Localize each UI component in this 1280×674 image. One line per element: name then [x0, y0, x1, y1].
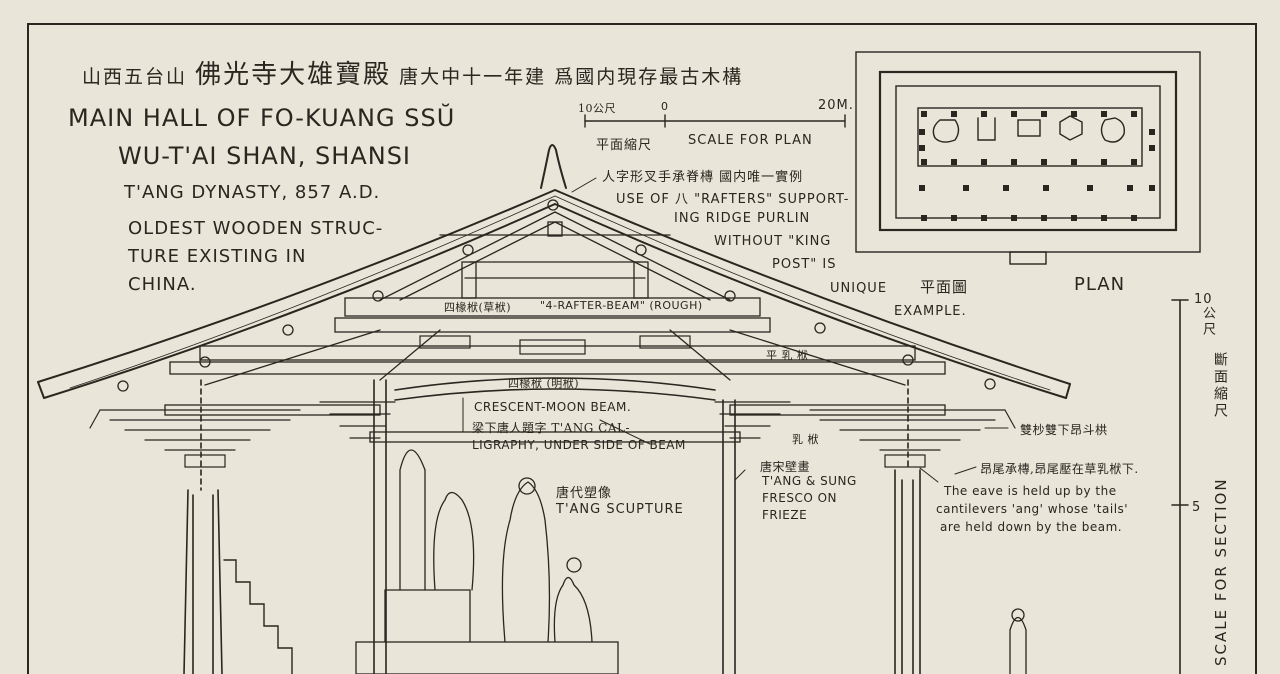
roof — [37, 144, 1071, 399]
plan-column-dot — [981, 215, 987, 221]
section-scale-top: 10 — [1194, 292, 1213, 307]
plan-column-dot — [1003, 185, 1009, 191]
plan-column-dot — [1127, 185, 1133, 191]
plan-column-dot — [921, 215, 927, 221]
plan-column-dot — [1149, 185, 1155, 191]
leader-lines — [462, 177, 1009, 483]
eave-note-line1: The eave is held up by the — [944, 484, 1117, 498]
plan-column-dot — [1071, 215, 1077, 221]
plan-label-en: PLAN — [1074, 274, 1126, 295]
plan-column-dot — [1071, 111, 1077, 117]
rafters-note-line3: WITHOUT "KING — [714, 234, 832, 249]
plan-column-dot — [1131, 215, 1137, 221]
plan-column-dot — [919, 145, 925, 151]
beam-label-lower-ru: 乳 栿 — [792, 433, 819, 446]
plan-column-dot — [1071, 159, 1077, 165]
title-cn-date: 唐大中十一年建 — [399, 66, 547, 88]
plan-label-cn: 平面圖 — [920, 278, 969, 296]
plan-column-dot — [921, 159, 927, 165]
title-en-line1: MAIN HALL OF FO-KUANG SSŬ — [68, 104, 456, 132]
plan-column-dot — [963, 185, 969, 191]
plan-column-dot — [919, 129, 925, 135]
plan-column-dot — [1101, 215, 1107, 221]
plan-scale-right-tick: 20M. — [818, 98, 854, 113]
plan-column-dot — [951, 215, 957, 221]
plan-column-dot — [1041, 111, 1047, 117]
plan-column-dot — [1149, 129, 1155, 135]
plan-column-dot — [921, 111, 927, 117]
crescent-note-line3: LIGRAPHY, UNDER SIDE OF BEAM — [472, 438, 686, 452]
rafters-note-line5: UNIQUE — [830, 281, 888, 296]
plan-scale-cn: 平面縮尺 — [596, 138, 653, 153]
title-en-line4: OLDEST WOODEN STRUC- — [128, 218, 384, 239]
beam-label-crescent: 四椽栿 (明栿) — [508, 377, 580, 390]
title-cn-location: 山西五台山 — [82, 66, 188, 88]
rafters-note-line4: POST" IS — [772, 257, 837, 272]
fresco-note-line3: FRIEZE — [762, 508, 808, 522]
plan-column-dot — [1149, 145, 1155, 151]
section-scale-en: SCALE FOR SECTION — [1212, 477, 1230, 666]
truss — [117, 199, 996, 443]
plan-drawing — [584, 51, 1201, 674]
fresco-note-line1: T'ANG & SUNG — [762, 474, 857, 488]
eave-note-line3: are held down by the beam. — [940, 520, 1123, 534]
plan-column-dot — [1131, 111, 1137, 117]
title-cn-temple: 佛光寺大雄寶殿 — [195, 60, 392, 90]
bracket-note-cn: 雙杪雙下昂斗栱 — [1020, 423, 1108, 437]
plan-scale-zero: 0 — [661, 100, 669, 113]
plan-column-dot — [919, 185, 925, 191]
rafters-note-line6: EXAMPLE. — [894, 304, 967, 319]
beam-label-four-rafter-en: "4-RAFTER-BEAM" (ROUGH) — [540, 299, 703, 312]
fresco-note-cn: 唐宋壁畫 — [760, 460, 811, 474]
plan-column-dot — [1011, 159, 1017, 165]
plan-column-dot — [1043, 185, 1049, 191]
plan-scale-left-tick: 10公尺 — [578, 102, 616, 115]
fresco-note-line2: FRESCO ON — [762, 491, 837, 505]
title-en-line2: WU-T'AI SHAN, SHANSI — [118, 142, 412, 170]
title-cn-note: 爲國内現存最古木構 — [554, 66, 744, 88]
beam-label-four-rafter: 四椽栿(草栿) — [444, 301, 512, 314]
plan-column-dot — [951, 159, 957, 165]
plan-column-dot — [1011, 215, 1017, 221]
plan-column-dot — [1087, 185, 1093, 191]
title-chinese: 山西五台山 佛光寺大雄寶殿 唐大中十一年建 爲國内現存最古木構 — [82, 54, 743, 91]
rafters-note-cn: 人字形叉手承脊槫 國内唯一實例 — [602, 170, 804, 185]
plan-column-dot — [1131, 159, 1137, 165]
crescent-note-line1: CRESCENT-MOON BEAM. — [474, 400, 632, 414]
plan-column-dot — [1041, 215, 1047, 221]
plan-scale-en: SCALE FOR PLAN — [688, 133, 813, 148]
title-en-line3: T'ANG DYNASTY, 857 A.D. — [124, 182, 381, 203]
section-scale-cn: 斷面縮尺 — [1212, 352, 1228, 420]
eave-note-line2: cantilevers 'ang' whose 'tails' — [936, 502, 1129, 516]
plan-column-dot — [981, 111, 987, 117]
plan-column-dot — [951, 111, 957, 117]
rafters-note-line2: ING RIDGE PURLIN — [674, 211, 811, 226]
columns — [183, 379, 921, 674]
eave-note-cn: 昂尾承槫,昂尾壓在草乳栿下. — [980, 462, 1139, 476]
section-scale-unit: 公尺 — [1200, 306, 1215, 338]
sculpture-note-cn: 唐代塑像 — [556, 486, 613, 501]
stair — [223, 559, 293, 674]
title-en-line5: TURE EXISTING IN — [128, 246, 307, 267]
crescent-note-line2: 梁下唐人題字 T'ANG CAL- — [472, 421, 631, 435]
rafters-note-line1: USE OF 八 "RAFTERS" SUPPORT- — [616, 192, 850, 207]
beam-label-upper-ru: 平 乳 栿 — [766, 349, 809, 362]
plan-column-dot — [1041, 159, 1047, 165]
plan-column-dot — [981, 159, 987, 165]
sculptures — [355, 449, 1027, 674]
plan-column-dot — [1011, 111, 1017, 117]
sculpture-note-en: T'ANG SCUPTURE — [556, 502, 684, 517]
title-en-line6: CHINA. — [128, 274, 197, 295]
plan-column-dot — [1101, 111, 1107, 117]
section-scale-mid: 5 — [1192, 500, 1202, 515]
plan-column-dot — [1101, 159, 1107, 165]
